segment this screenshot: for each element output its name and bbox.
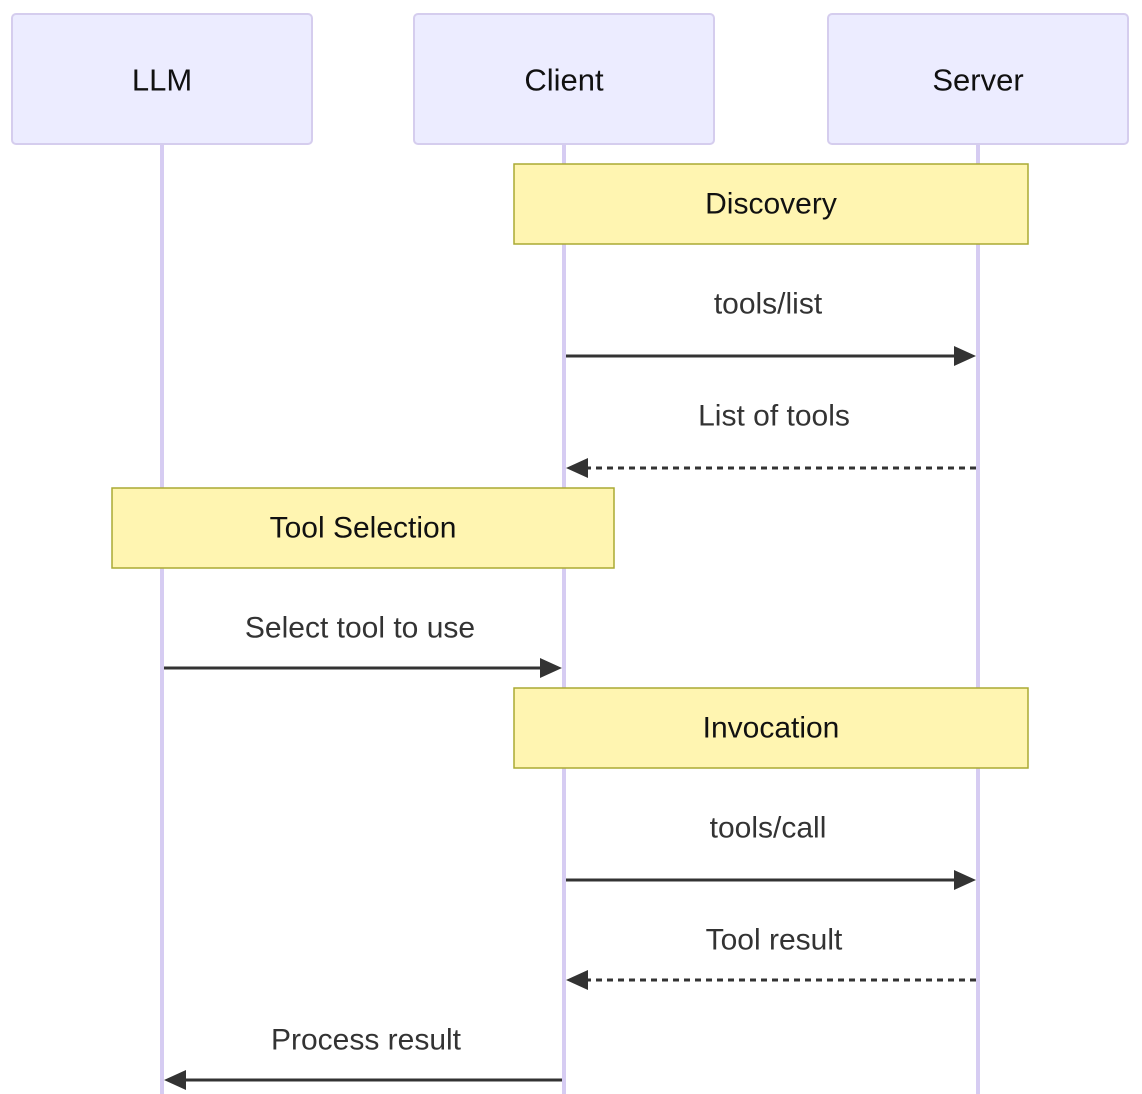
arrowhead-right (540, 658, 562, 678)
note-label: Discovery (705, 188, 837, 221)
actor-server: Server (827, 13, 1129, 145)
arrowhead-left (164, 1070, 186, 1090)
actor-client: Client (413, 13, 715, 145)
actor-llm: LLM (11, 13, 313, 145)
message-label: Select tool to use (245, 612, 475, 645)
message-select-tool: Select tool to use (164, 612, 562, 678)
message-tools-call: tools/call (566, 812, 976, 890)
message-process-result: Process result (164, 1024, 562, 1090)
note-tool-selection: Tool Selection (111, 487, 615, 569)
arrowhead-right (954, 346, 976, 366)
arrowhead-left (566, 970, 588, 990)
message-label: Process result (271, 1024, 462, 1057)
message-label: List of tools (698, 400, 850, 433)
message-tool-result: Tool result (566, 924, 976, 990)
arrowhead-left (566, 458, 588, 478)
actor-label: LLM (132, 63, 192, 98)
message-label: tools/call (710, 812, 827, 845)
note-label: Tool Selection (270, 512, 457, 545)
note-label: Invocation (703, 712, 840, 745)
message-list-of-tools: List of tools (566, 400, 976, 478)
note-discovery: Discovery (513, 163, 1029, 245)
actor-label: Server (932, 63, 1023, 98)
message-label: Tool result (706, 924, 843, 957)
note-invocation: Invocation (513, 687, 1029, 769)
actor-label: Client (524, 63, 604, 98)
arrowhead-right (954, 870, 976, 890)
message-label: tools/list (714, 288, 823, 321)
message-tools-list: tools/list (566, 288, 976, 366)
